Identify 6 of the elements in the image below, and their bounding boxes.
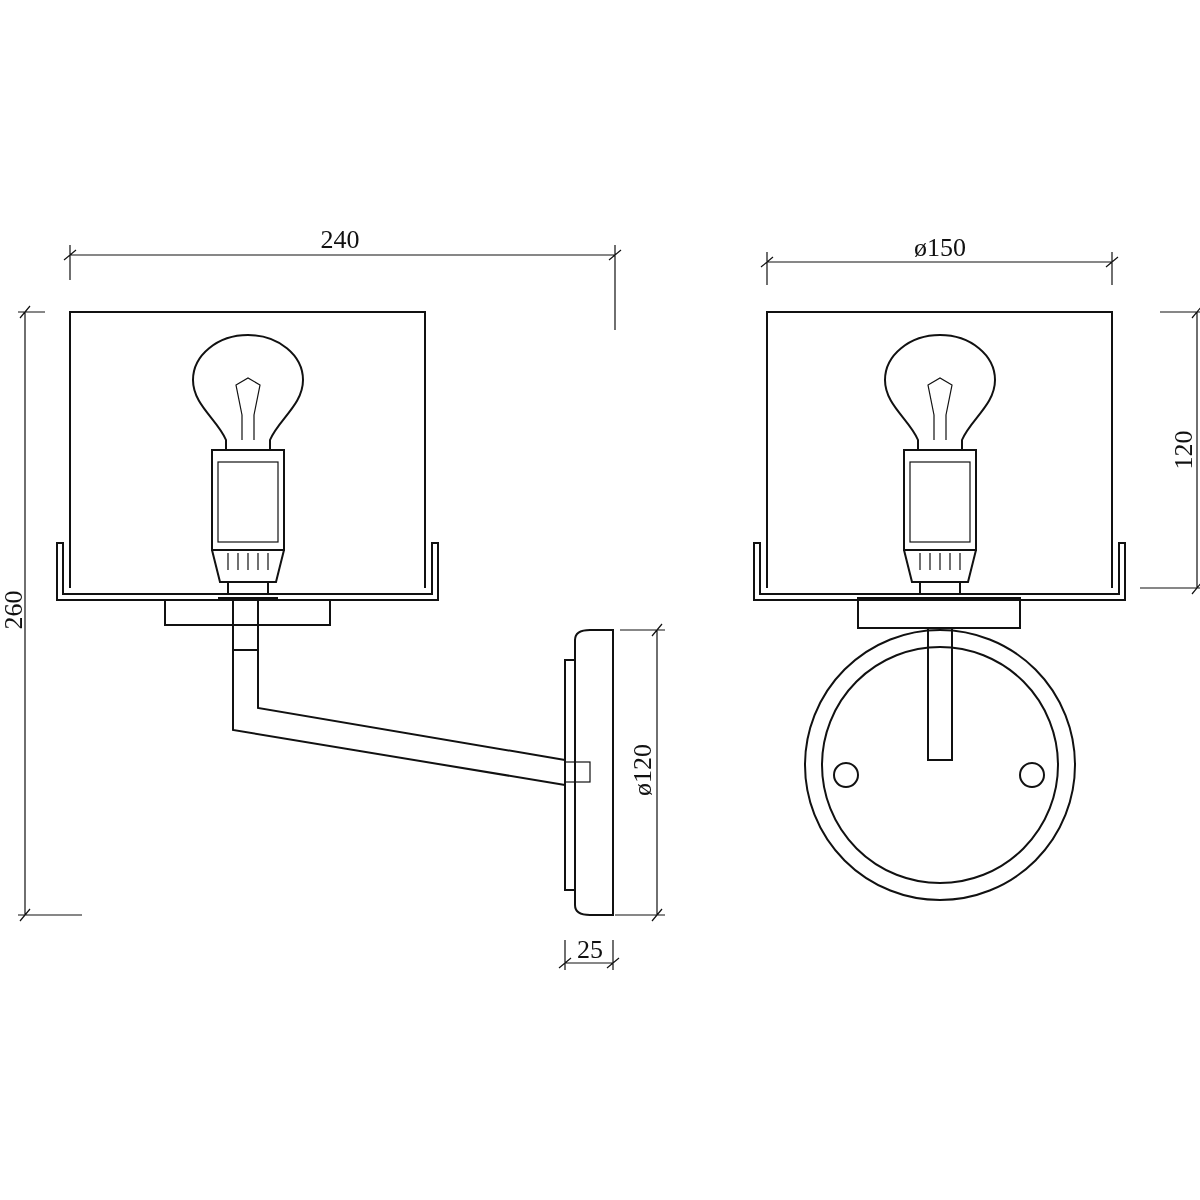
dimension-label: 260 xyxy=(1,590,27,630)
dimension-label: ø150 xyxy=(914,235,966,261)
dimension-label: 240 xyxy=(320,227,360,253)
dimension-label: 120 xyxy=(1171,430,1197,470)
dimension-label: 25 xyxy=(577,937,603,963)
dimension-label: ø120 xyxy=(630,744,656,796)
